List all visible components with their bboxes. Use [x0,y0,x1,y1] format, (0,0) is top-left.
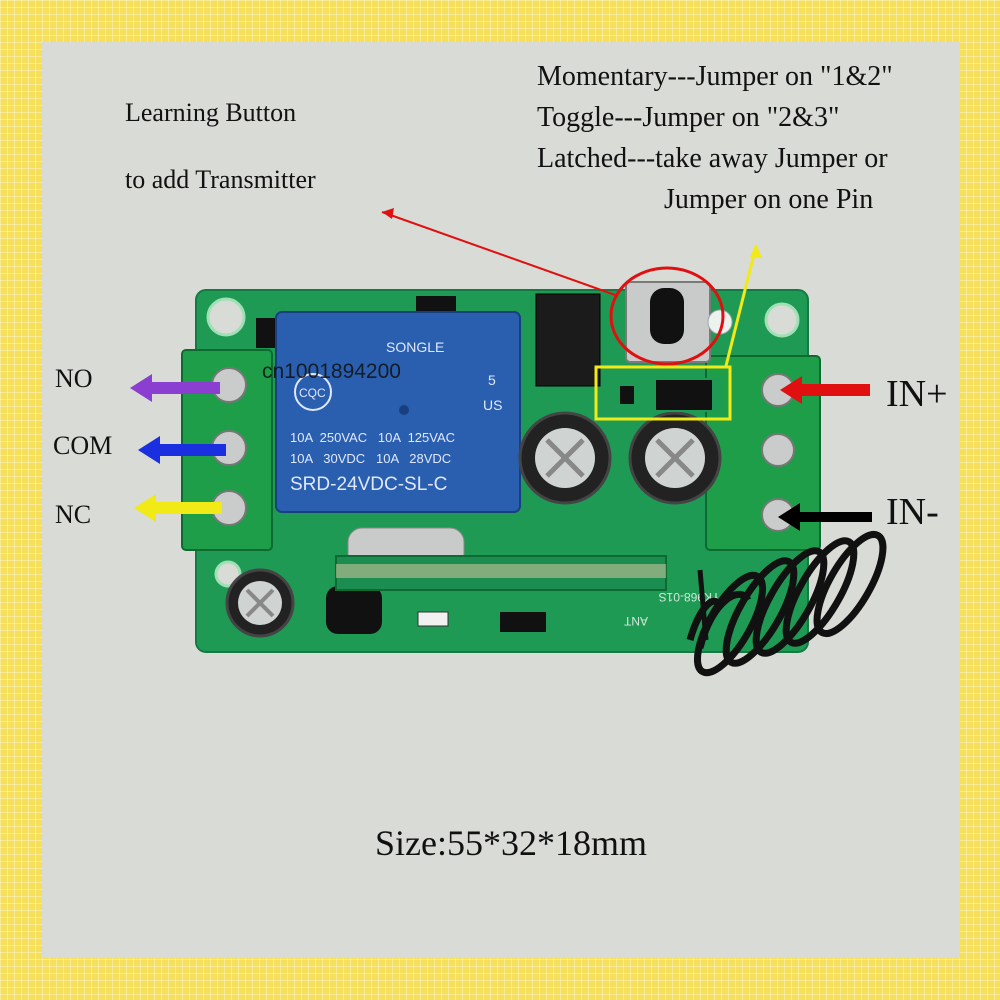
learning-button-cap [650,288,684,344]
arrow-no [130,374,220,402]
mount-hole-bottom-left [214,560,242,588]
antenna-coil [686,530,887,677]
rf-module-strip [336,564,666,578]
relay-dot [399,405,409,415]
add-transmitter-label: to add Transmitter [125,165,316,194]
arrow-nc [134,494,222,522]
input-plus-label: IN+ [886,373,948,415]
ant-label: ANT [623,614,648,628]
ic-chip [535,293,601,387]
capacitor-bottom-cross [245,588,275,618]
jumper-momentary-label: Momentary---Jumper on "1&2" [537,61,893,92]
terminal-nc-label: NC [55,500,92,529]
learning-pointer-line [381,211,619,297]
jumper-cap [656,380,712,410]
input-minus-label: IN- [886,491,939,533]
arrow-in-plus [780,376,870,404]
mount-hole-top-right [764,302,800,338]
jumper-pointer-head [750,244,762,258]
jumper-highlight-box [594,365,732,421]
learning-pointer-head [382,208,394,219]
watermark-text: cn1001894200 [262,360,401,383]
capacitor-left-cross [545,438,585,478]
screw-middle [761,433,795,467]
jumper-pin [620,386,634,404]
terminal-no-label: NO [55,364,93,393]
smd-part-2 [500,612,546,632]
relay-rating-2: 10A 30VDC 10A 28VDC [290,451,451,466]
arrow-com [138,436,226,464]
size-label: Size:55*32*18mm [375,823,647,863]
relay-mark-us: US [483,397,502,413]
antenna-lead [697,569,709,641]
relay-rating-1: 10A 250VAC 10A 125VAC [290,430,455,445]
transistor [326,586,382,634]
cqc-mark [294,373,332,411]
jumper-toggle-label: Toggle---Jumper on "2&3" [537,102,840,133]
learning-button-label: Learning Button [125,98,297,127]
terminal-com-label: COM [53,431,113,460]
smd-part-1 [417,611,449,627]
jumper-pointer-line [724,245,758,367]
relay-mark-5: 5 [488,372,496,388]
relay-model: SRD-24VDC-SL-C [290,474,447,495]
learning-button-highlight-circle [609,266,725,366]
jumper-one-pin-label: Jumper on one Pin [664,184,874,215]
mount-hole-top-left [206,297,246,337]
capacitor-right-cross [655,438,695,478]
relay-brand: SONGLE [386,339,444,355]
chip-top-1 [256,318,278,348]
cqc-text: CQC [299,386,326,400]
relay-body [275,311,521,513]
arrow-in-minus [778,503,872,531]
jumper-latched-label: Latched---take away Jumper or [537,143,888,174]
